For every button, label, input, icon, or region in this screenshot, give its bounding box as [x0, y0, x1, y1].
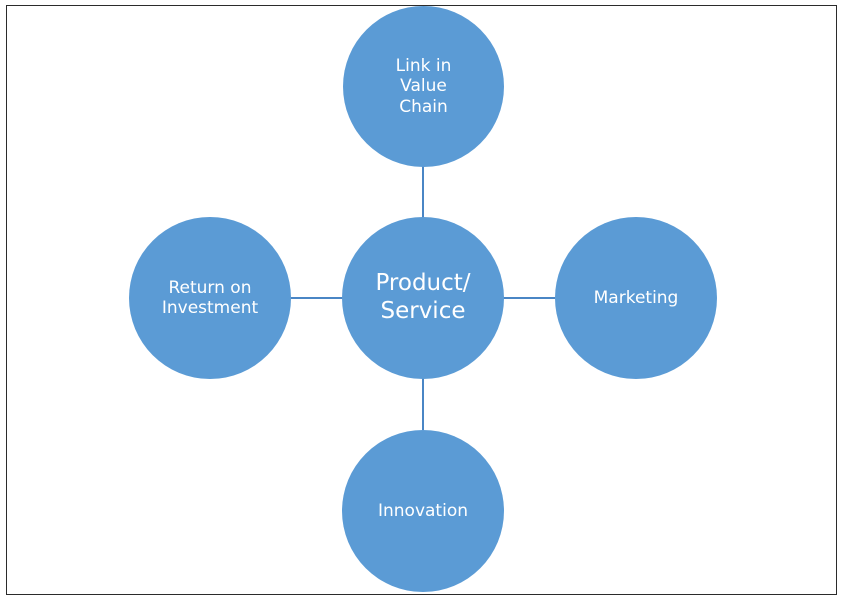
connector-bottom [422, 378, 424, 430]
node-label-bottom: Innovation [377, 500, 468, 521]
connector-left [291, 297, 343, 299]
node-label-top: Link in Value Chain [395, 55, 452, 117]
connector-top [422, 166, 424, 218]
node-link-in-value-chain: Link in Value Chain [343, 6, 504, 167]
node-label-right: Marketing [593, 287, 679, 308]
node-product-service: Product/ Service [342, 217, 504, 379]
connector-right [503, 297, 555, 299]
node-innovation: Innovation [342, 430, 504, 592]
node-label-center: Product/ Service [375, 270, 471, 324]
node-return-on-investment: Return on Investment [129, 217, 291, 379]
node-marketing: Marketing [555, 217, 717, 379]
node-label-left: Return on Investment [161, 277, 259, 318]
